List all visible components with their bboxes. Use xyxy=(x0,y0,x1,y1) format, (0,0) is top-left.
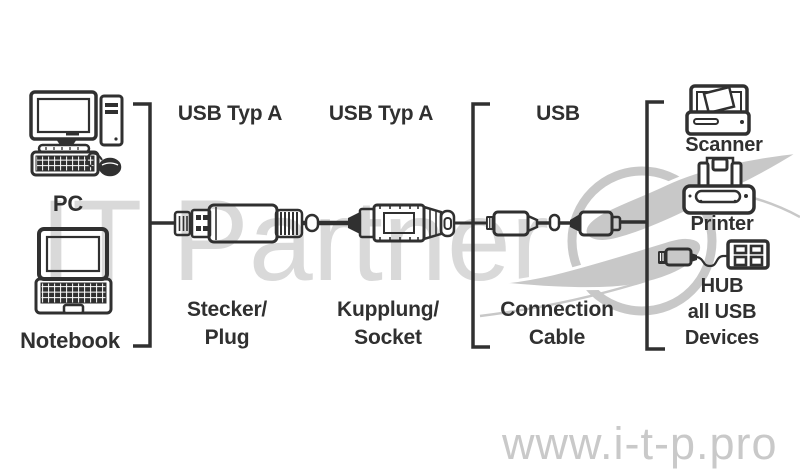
socket-name-line2: Socket xyxy=(354,326,422,349)
printer-icon xyxy=(682,156,756,215)
printer-label: Printer xyxy=(690,213,754,235)
notebook-icon xyxy=(34,227,113,315)
plug-name-label: Stecker/ Plug xyxy=(187,296,267,352)
hub-label-line3: Devices xyxy=(684,327,760,349)
cable-section-bracket xyxy=(471,102,490,349)
devices-bracket xyxy=(620,100,665,351)
scanner-icon xyxy=(685,84,751,136)
extension-name-line2: Cable xyxy=(528,326,586,349)
socket-name-line1: Kupplung/ xyxy=(336,298,440,321)
watermark-url-text: www.i-t-p.pro xyxy=(502,418,778,469)
usb-socket-icon xyxy=(348,203,490,243)
usb-extension-cable-illustration xyxy=(173,203,490,244)
socket-name-label: Kupplung/ Socket xyxy=(337,296,439,352)
source-bracket xyxy=(133,102,174,348)
extension-name-label: Connection Cable xyxy=(500,296,614,352)
extension-name-line1: Connection xyxy=(500,298,614,321)
watermark-swoosh-logo-icon xyxy=(479,150,800,318)
plug-name-line1: Stecker/ xyxy=(186,298,268,321)
pc-label: PC xyxy=(52,191,84,216)
plug-type-label: USB Typ A xyxy=(177,102,283,125)
usb-plug-icon xyxy=(173,203,304,244)
plug-name-line2: Plug xyxy=(204,326,250,349)
pc-icon xyxy=(29,90,124,177)
extension-type-label: USB xyxy=(536,102,580,125)
cable-cord xyxy=(302,213,350,233)
scanner-label: Scanner xyxy=(685,134,763,156)
hub-icon xyxy=(658,239,770,270)
connection-cable-illustration xyxy=(486,210,622,237)
hub-label: HUB all USB Devices xyxy=(685,273,759,351)
socket-type-label: USB Typ A xyxy=(328,102,434,125)
notebook-label: Notebook xyxy=(20,328,120,353)
hub-label-line2: all USB xyxy=(687,301,757,323)
hub-label-line1: HUB xyxy=(700,275,744,297)
watermark-brand-text: IT Partner xyxy=(40,177,550,305)
